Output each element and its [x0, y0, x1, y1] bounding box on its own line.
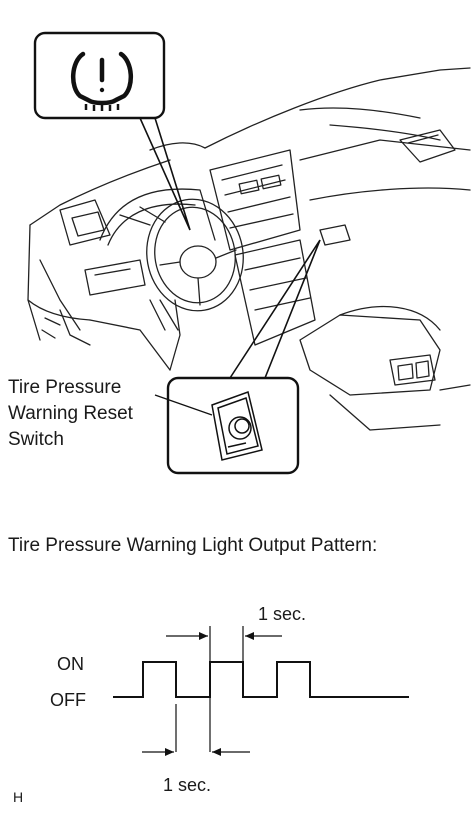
bottom-interval-label: 1 sec. — [163, 775, 212, 795]
reset-switch-icon — [211, 391, 263, 461]
reset-switch-label-line-1: Tire Pressure — [8, 377, 122, 398]
reset-switch-leader — [229, 239, 321, 379]
tire-pressure-warning-icon — [71, 51, 133, 106]
top-interval-label: 1 sec. — [258, 604, 307, 624]
pattern-title: Tire Pressure Warning Light Output Patte… — [8, 535, 378, 556]
center-console — [299, 314, 441, 396]
center-stack — [209, 149, 301, 251]
instrument-cluster — [99, 188, 216, 241]
off-label: OFF — [50, 690, 86, 710]
dashboard-outline — [204, 67, 471, 149]
on-label: ON — [57, 654, 84, 674]
timing-markers — [142, 626, 282, 756]
warning-light-leader — [139, 117, 191, 231]
warning-light-callout-box — [33, 31, 166, 120]
reset-switch-label: Tire Pressure Warning Reset Switch — [8, 375, 133, 453]
reset-switch-callout-box — [166, 376, 300, 475]
signal-waveform — [113, 661, 409, 698]
reset-switch-label-line-2: Warning Reset — [8, 403, 133, 424]
reset-switch-label-line-3: Switch — [8, 429, 64, 450]
figure-id: H — [13, 789, 24, 805]
